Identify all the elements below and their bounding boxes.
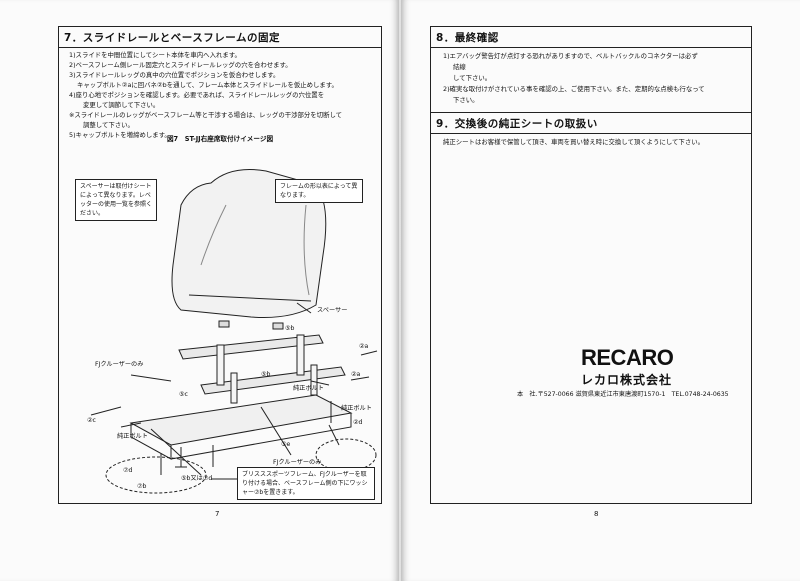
frame-note-callout: フレームの形以表によって異なります。 xyxy=(275,179,363,203)
final-check-line: 下さい。 xyxy=(453,96,479,104)
label-5b-or-7d: ⑤b又は⑦d xyxy=(181,475,213,482)
final-check-line: 結線 xyxy=(453,63,466,71)
label-2a: ②a xyxy=(351,371,361,378)
recaro-logo: RECARO xyxy=(581,345,674,370)
section-9-heading: 9．交換後の純正シートの取扱い xyxy=(431,112,751,134)
washer-note-callout: ブリスススポーツフレーム、FJクルーザーを取り付ける場合、ベースフレーム側の下に… xyxy=(237,467,375,500)
final-check-line: 1)エアバッグ警告灯が点灯する恐れがありますので、ベルトバックルのコネクターは必… xyxy=(443,52,698,60)
section-7-heading: 7．スライドレールとベースフレームの固定 xyxy=(59,27,381,48)
section-7-steps: 1)スライドを中間位置にしてシート本体を車内へ入れます。 2)ベースフレーム側レ… xyxy=(59,48,381,140)
label-7d: ⑦d xyxy=(123,467,133,474)
label-2d: ②d xyxy=(353,419,363,426)
page-number-right: 8 xyxy=(594,510,599,518)
page-left: 7．スライドレールとベースフレームの固定 1)スライドを中間位置にしてシート本体… xyxy=(0,0,398,581)
step-line: 3)スライドレールレッグの真中の穴位置でポジションを仮合わせします。 xyxy=(69,71,280,79)
step-line: キャップボルト②aに回バネ②bを通して、フレーム本体とスライドレールを仮止めしま… xyxy=(77,81,338,89)
label-2c: ②c xyxy=(87,417,96,424)
label-5e: ⑤e xyxy=(281,441,291,448)
step-line: 1)スライドを中間位置にしてシート本体を車内へ入れます。 xyxy=(69,51,241,59)
label-genuine-bolt-right: 純正ボルト xyxy=(293,385,324,392)
page-number-left: 7 xyxy=(215,510,220,518)
label-fj-cruiser-only: FJクルーザーのみ xyxy=(95,361,144,368)
company-address: 本 社.〒527-0066 滋賀県東近江市東唐渡町1570-1 TEL.0748… xyxy=(517,391,729,398)
seat-rail-illustration xyxy=(90,169,378,494)
recaro-brand-block: RECARO レカロ株式会社 xyxy=(581,345,674,388)
left-page-frame: 7．スライドレールとベースフレームの固定 1)スライドを中間位置にしてシート本体… xyxy=(58,26,382,504)
spacer-note-callout: スペーサーは取付けシートによって異なります。レベッターの使用一覧を参照ください。 xyxy=(75,179,157,221)
binding-fold xyxy=(398,0,402,581)
step-line: 5)キャップボルトを増締めします。 xyxy=(69,131,171,139)
step-line: ※スライドレールのレッグがベースフレーム等と干渉する場合は、レッグの干渉部分を切… xyxy=(69,111,343,119)
label-7b: ⑦b xyxy=(137,483,147,490)
section-8-heading: 8．最終確認 xyxy=(431,27,751,48)
right-page-frame: 8．最終確認 1)エアバッグ警告灯が点灯する恐れがありますので、ベルトバックルの… xyxy=(430,26,752,504)
label-2a-top: ②a xyxy=(359,343,369,350)
step-line: 4)座り心地でポジションを確認します。必要であれば、スライドレールレッグの穴位置… xyxy=(69,91,325,99)
label-5c: ⑤c xyxy=(179,391,188,398)
label-5b-lower: ⑤b xyxy=(261,371,271,378)
seat-installation-diagram: スペーサーは取付けシートによって異なります。レベッターの使用一覧を参照ください。… xyxy=(61,145,379,501)
label-genuine-bolt-far: 純正ボルト xyxy=(341,405,372,412)
label-genuine-bolt-left: 純正ボルト xyxy=(117,433,148,440)
step-line: 調整して下さい。 xyxy=(83,121,134,129)
final-check-line: 2)確実な取付けがされている事を確認の上、ご使用下さい。また、定期的な点検も行な… xyxy=(443,85,705,93)
final-check-line: して下さい。 xyxy=(453,74,492,82)
label-fj-cruiser-only-bottom: FJクルーザーのみ xyxy=(273,459,322,466)
figure-7-title: 図7 ST-JJ右座席取付けイメージ図 xyxy=(166,135,274,143)
step-line: 変更して調節して下さい。 xyxy=(83,101,160,109)
section-8-body: 1)エアバッグ警告灯が点灯する恐れがありますので、ベルトバックルのコネクターは必… xyxy=(431,48,751,112)
label-5b: ⑤b xyxy=(285,325,295,332)
label-spacer: スペーサー xyxy=(317,307,348,314)
page-right: 8．最終確認 1)エアバッグ警告灯が点灯する恐れがありますので、ベルトバックルの… xyxy=(402,0,800,581)
company-name: レカロ株式会社 xyxy=(581,373,673,387)
step-line: 2)ベースフレーム側レール固定穴とスライドレールレッグの穴を合わせます。 xyxy=(69,61,292,69)
section-9-body: 純正シートはお客様で保管して頂き、車両を買い替え時に交換して頂くようにして下さい… xyxy=(443,138,704,146)
